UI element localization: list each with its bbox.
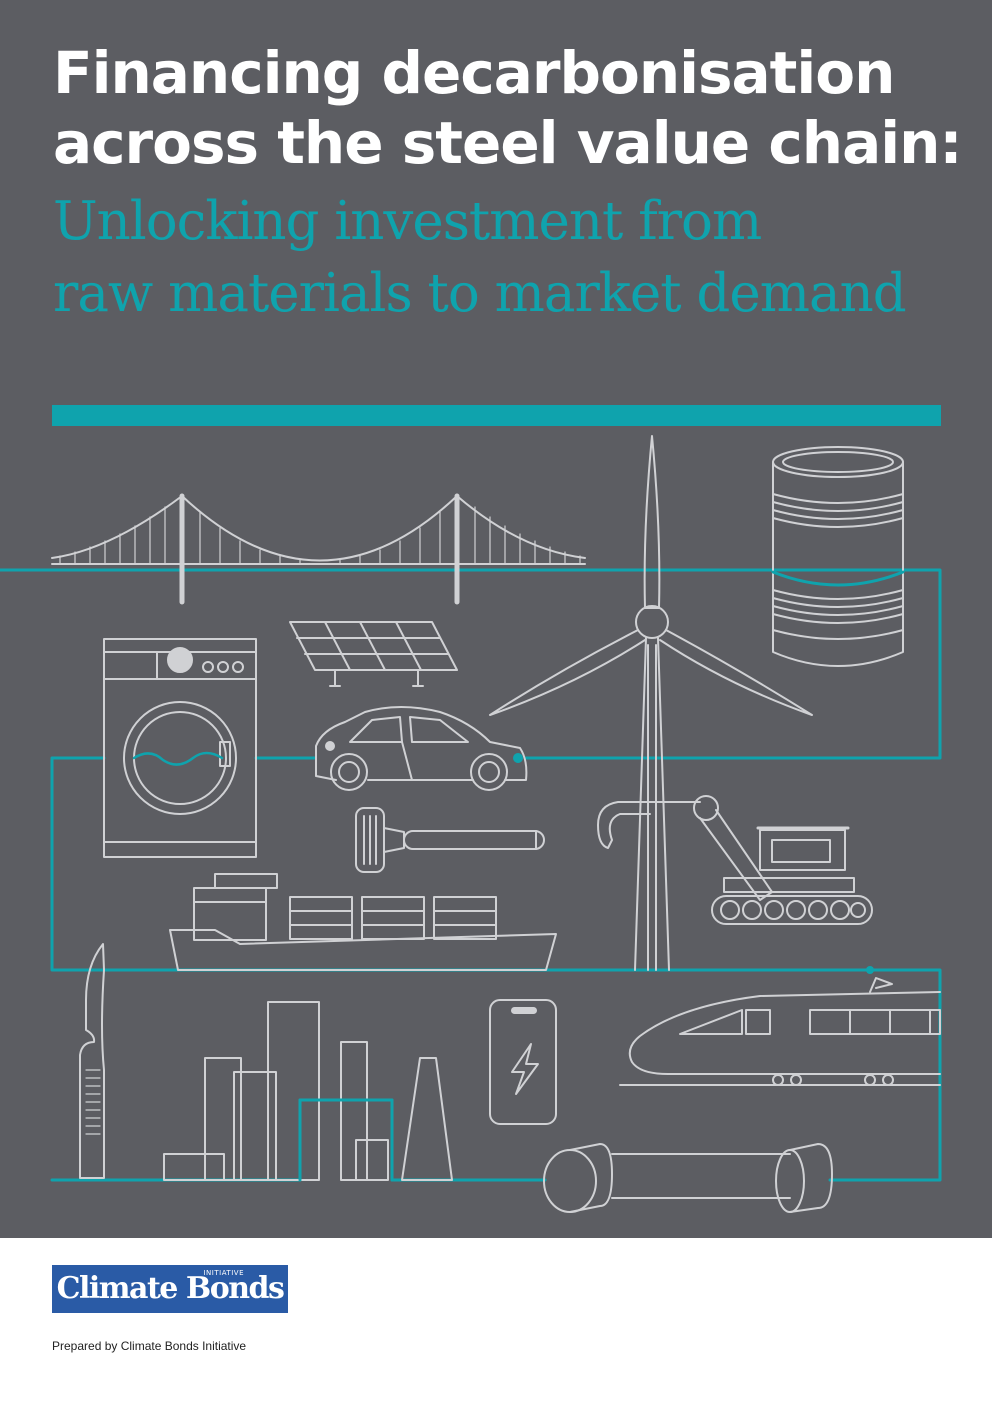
high-speed-train-icon [619, 977, 941, 1086]
industrial-buildings-icon [163, 1001, 453, 1181]
steel-value-chain-illustration [0, 435, 942, 1213]
smartphone-icon [489, 999, 557, 1125]
subtitle-line-1: Unlocking investment from [53, 191, 762, 252]
barrel-teal-band [771, 570, 905, 587]
cover-panel: Financing decarbonisation across the ste… [0, 0, 992, 1238]
subtitle-line-2: raw materials to market demand [53, 263, 907, 324]
cargo-ship-icon [169, 873, 557, 971]
car-connector-dot [513, 753, 523, 763]
excavator-icon [693, 795, 873, 925]
climate-bonds-logo: Climate Bonds INITIATIVE [52, 1265, 288, 1313]
washer-water-wave [132, 751, 224, 766]
page-title: Financing decarbonisation across the ste… [53, 38, 963, 178]
razor-icon [355, 807, 545, 873]
pipe-icon [543, 1143, 833, 1213]
accent-bar [52, 405, 941, 426]
oil-barrel-icon [772, 446, 904, 667]
prepared-by-text: Prepared by Climate Bonds Initiative [52, 1339, 247, 1353]
suspension-bridge-icon [51, 493, 586, 605]
surgical-knife-icon [79, 943, 105, 1179]
page-subtitle: Unlocking investment from raw materials … [53, 186, 907, 330]
logo-name: Climate Bonds [56, 1271, 285, 1306]
logo-sub: INITIATIVE [203, 1269, 244, 1277]
wind-turbine-icon [489, 435, 813, 971]
solar-panel-icon [289, 621, 458, 687]
title-line-1: Financing decarbonisation [53, 39, 895, 107]
factory-teal-outline [298, 1098, 394, 1182]
car-icon [315, 706, 528, 791]
oil-pump-icon [597, 801, 701, 849]
title-line-2: across the steel value chain: [53, 109, 963, 177]
washing-machine-icon [103, 638, 257, 858]
train-connector-dot [866, 966, 874, 974]
